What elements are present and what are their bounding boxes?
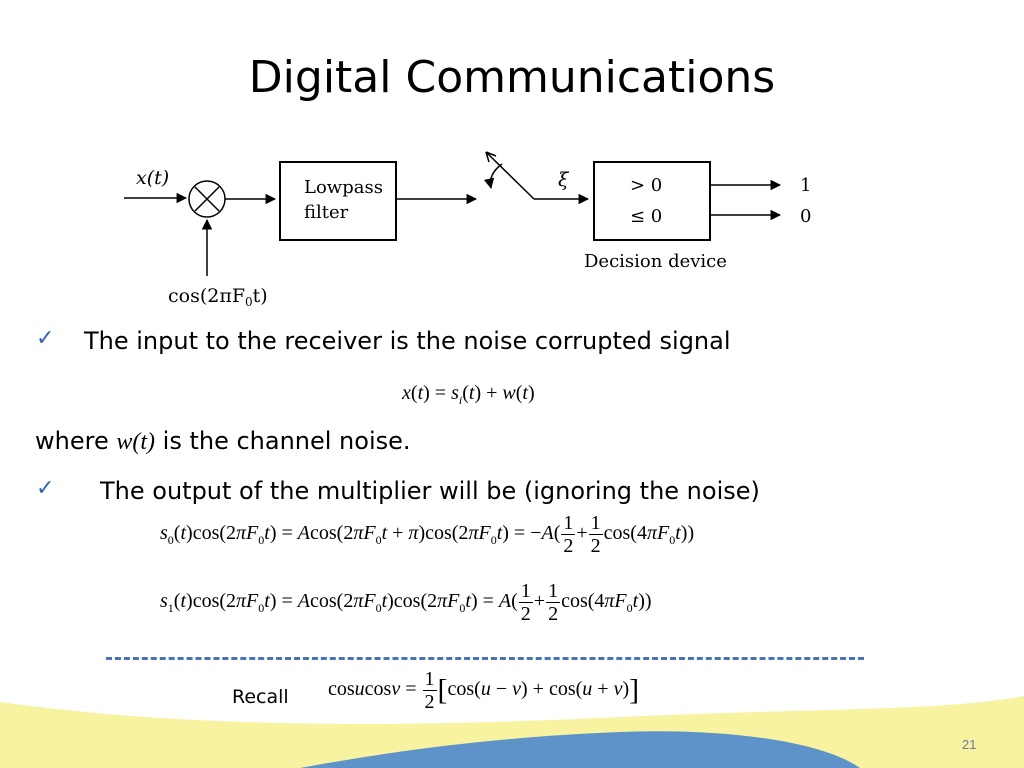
equation-s0: s0(t)cos(2πF0t) = Acos(2πF0t + π)cos(2πF… <box>160 512 695 557</box>
lowpass-label-line1: Lowpass <box>304 177 383 198</box>
decision-device-box <box>593 161 711 241</box>
page-number: 21 <box>962 737 977 752</box>
bullet-2-text: The output of the multiplier will be (ig… <box>100 477 760 505</box>
dashed-separator <box>106 657 864 660</box>
recall-label: Recall <box>232 686 289 708</box>
sampler-switch <box>485 151 535 200</box>
decision-gt-label: > 0 <box>630 175 662 196</box>
where-line: where w(t) is the channel noise. <box>35 427 411 455</box>
equation-s1: s1(t)cos(2πF0t) = Acos(2πF0t)cos(2πF0t) … <box>160 580 652 625</box>
xi-label: ξ <box>558 169 570 191</box>
decision-device-label: Decision device <box>584 251 727 272</box>
check-icon: ✓ <box>36 326 55 351</box>
lowpass-filter-box <box>279 161 397 241</box>
output-one-label: 1 <box>800 175 811 196</box>
slide-title: Digital Communications <box>248 52 776 103</box>
bullet-1-text: The input to the receiver is the noise c… <box>84 327 731 355</box>
bottom-wave-decoration <box>0 696 1024 768</box>
carrier-label: cos(2πF0t) <box>168 285 268 309</box>
block-diagram: x(t) Lowpass filter ξ > 0 ≤ 0 Decision d… <box>124 151 811 309</box>
input-label: x(t) <box>136 167 169 189</box>
output-zero-label: 0 <box>800 206 811 227</box>
check-icon: ✓ <box>36 476 55 501</box>
lowpass-label-line2: filter <box>304 202 349 223</box>
equation-received-signal: x(t) = si(t) + w(t) <box>402 382 535 407</box>
decision-le-label: ≤ 0 <box>630 206 662 227</box>
